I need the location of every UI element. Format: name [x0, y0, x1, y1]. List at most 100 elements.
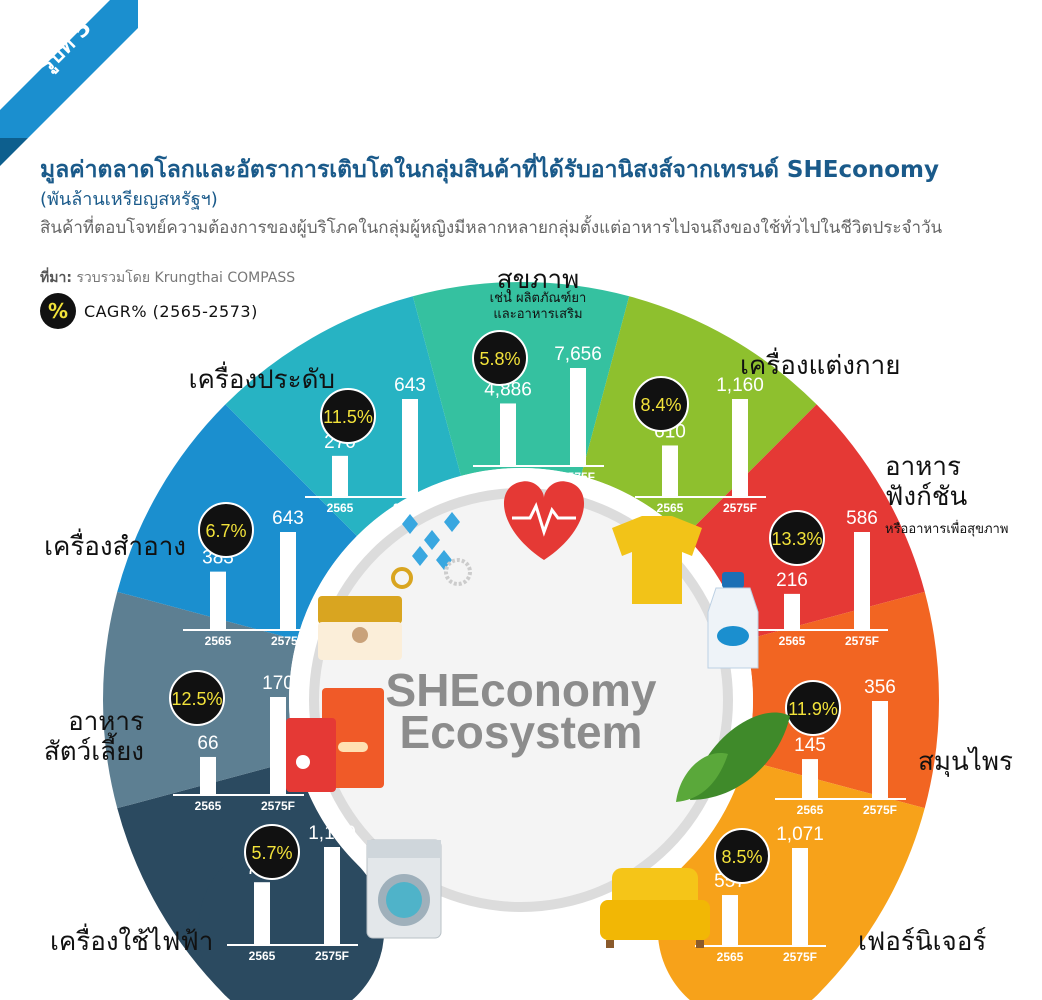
x-tick-label: 2575F: [315, 949, 349, 963]
bar: [802, 759, 818, 799]
bar-value-label: 643: [272, 508, 304, 529]
cagr-value: 5.7%: [251, 843, 292, 863]
x-tick-label: 2575F: [863, 803, 897, 817]
cagr-badge: [198, 502, 254, 558]
bar-value-label: 643: [394, 375, 426, 396]
heart-shape: [503, 481, 585, 560]
cagr-value: 11.5%: [323, 407, 373, 427]
pulse-line: [512, 501, 576, 537]
cagr-badge: [633, 376, 689, 432]
cagr-badge: [320, 388, 376, 444]
bar-value-label: 1,071: [776, 824, 824, 845]
x-tick-label: 2575F: [393, 501, 427, 515]
pet-food-bag-small: [286, 718, 336, 792]
x-tick-label: 2565: [205, 634, 232, 648]
bar: [854, 532, 870, 630]
x-tick-label: 2565: [779, 634, 806, 648]
bar-value-label: 7,656: [554, 344, 602, 365]
legend: % CAGR% (2565-2573): [40, 293, 258, 329]
bar: [324, 847, 340, 945]
category-label-line: สุขภาพ: [497, 265, 580, 295]
source-text: รวบรวมโดย Krungthai COMPASS: [76, 270, 296, 286]
gem: [424, 530, 440, 550]
cagr-value: 8.4%: [640, 395, 681, 415]
bar: [332, 455, 348, 497]
category-label: อาหารสัตว์เลี้ยง: [44, 707, 144, 767]
ring: [391, 567, 413, 589]
x-tick-label: 2565: [717, 950, 744, 964]
x-tick-label: 2565: [657, 501, 684, 515]
armchair-icon: [600, 868, 710, 948]
bar: [270, 697, 286, 795]
bar: [402, 399, 418, 497]
x-tick-label: 2575F: [561, 470, 595, 484]
washer-door: [386, 882, 422, 918]
chair-seat: [600, 900, 710, 940]
bar-value-label: 1,130: [308, 823, 356, 844]
x-tick-label: 2565: [495, 470, 522, 484]
category-sub-label-line: เช่น ผลิตภัณฑ์ยา: [490, 290, 587, 306]
bar: [280, 532, 296, 630]
milk-label: [717, 626, 749, 646]
category-label-line: ฟังก์ชัน: [885, 482, 967, 512]
cagr-value: 11.9%: [788, 699, 838, 719]
bar-value-label: 145: [794, 735, 826, 756]
bar: [872, 701, 888, 799]
cagr-value: 8.5%: [721, 847, 762, 867]
cagr-value: 13.3%: [771, 529, 822, 549]
category-label: สุขภาพ: [497, 265, 580, 295]
cagr-value: 5.8%: [479, 349, 520, 369]
chart-title: มูลค่าตลาดโลกและอัตราการเติบโตในกลุ่มสิน…: [40, 157, 940, 183]
x-tick-label: 2565: [797, 803, 824, 817]
category-label: เฟอร์นิเจอร์: [858, 927, 986, 957]
category-label-line: อาหาร: [68, 707, 144, 737]
bone-shape: [338, 742, 368, 752]
category-label-line: สัตว์เลี้ยง: [44, 732, 144, 767]
paw-print: [296, 755, 310, 769]
heart-pulse-icon: [503, 481, 585, 560]
gem: [444, 512, 460, 532]
category-label-line: เครื่องแต่งกาย: [740, 347, 900, 381]
bar-value-label: 66: [197, 733, 218, 754]
shirt-shape: [612, 516, 702, 604]
category-sub-label: หรืออาหารเพื่อสุขภาพ: [885, 520, 1008, 537]
category-label-line: เฟอร์นิเจอร์: [858, 927, 986, 957]
bar-value-label: 356: [864, 677, 896, 698]
corner-ribbon-fold: [0, 138, 28, 166]
bracelet: [444, 558, 472, 586]
bar: [254, 882, 270, 945]
cagr-badge: [472, 330, 528, 386]
source-label: ที่มา:: [40, 270, 72, 286]
legend-text: CAGR% (2565-2573): [84, 301, 258, 321]
x-tick-label: 2565: [327, 501, 354, 515]
bar-value-label: 170: [262, 673, 294, 694]
category-label: เครื่องสำอาง: [44, 528, 186, 562]
washer-panel: [367, 840, 441, 858]
cagr-value: 6.7%: [205, 521, 246, 541]
bar: [722, 895, 738, 946]
category-label-line: เครื่องใช้ไฟฟ้า: [50, 923, 213, 957]
cagr-value: 12.5%: [171, 689, 222, 709]
cosmetics-jar-icon: [318, 596, 402, 660]
bar-value-label: 216: [776, 570, 808, 591]
category-label: เครื่องแต่งกาย: [740, 347, 900, 381]
center-subtitle: Ecosystem: [400, 706, 643, 758]
category-group-7: อาหารฟังก์ชันหรืออาหารเพื่อสุขภาพ2162565…: [757, 452, 1008, 648]
center-title: SHEconomy: [386, 664, 657, 716]
cagr-badge: [785, 680, 841, 736]
bar: [792, 848, 808, 946]
gem: [402, 514, 418, 534]
x-tick-label: 2575F: [783, 950, 817, 964]
bar-value-label: 586: [846, 508, 878, 529]
cagr-badge: [714, 828, 770, 884]
cagr-badge: [169, 670, 225, 726]
